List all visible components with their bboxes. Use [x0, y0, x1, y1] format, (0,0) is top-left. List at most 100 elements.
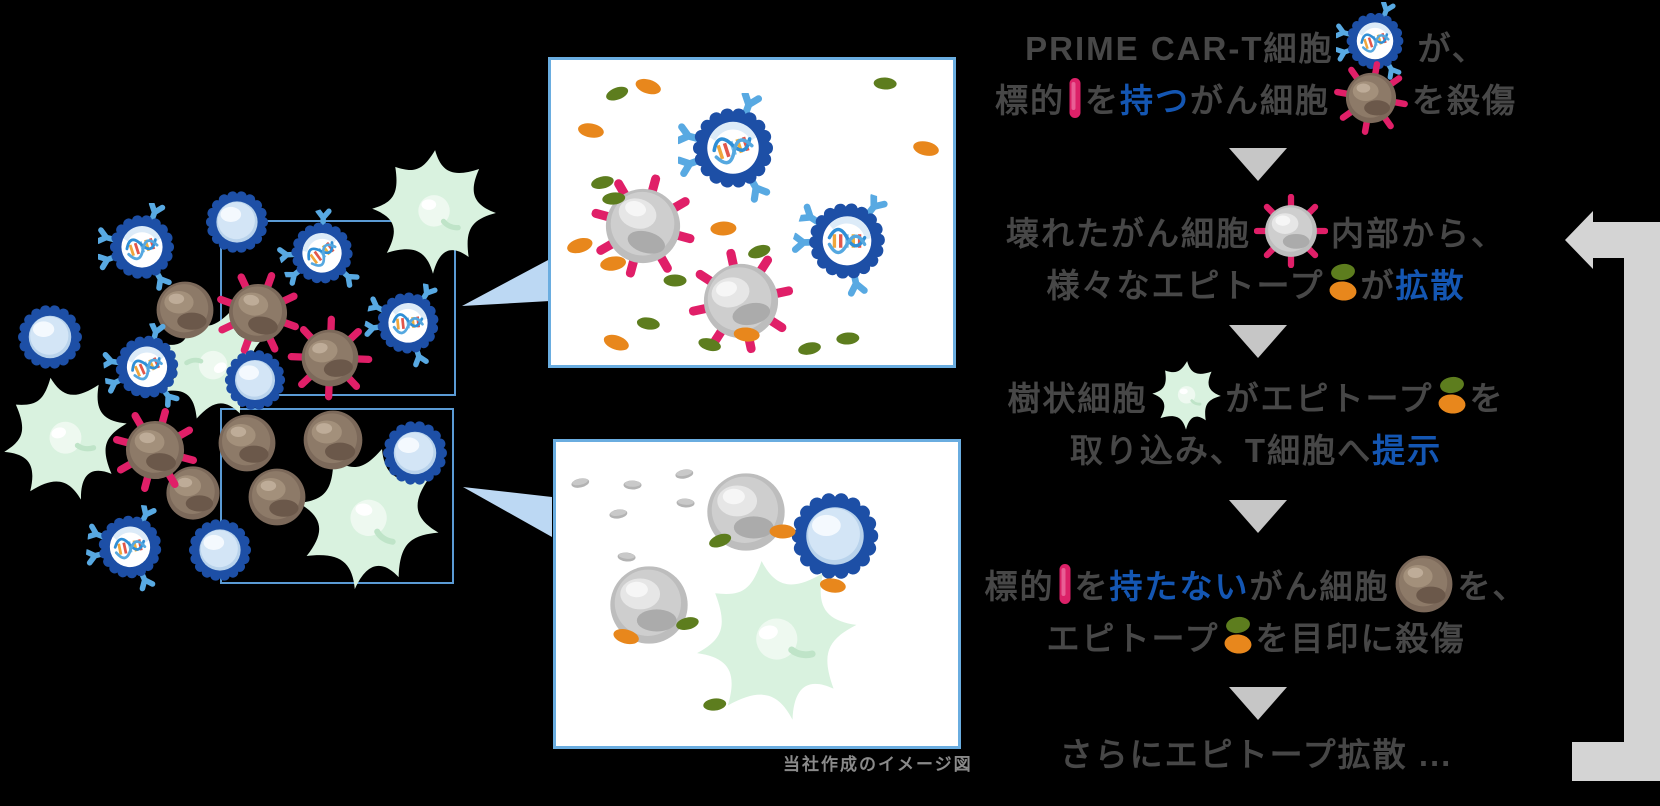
epitope-green-icon	[702, 696, 728, 716]
epitope-orange-icon	[609, 625, 640, 651]
epitope-orange-icon	[817, 576, 847, 600]
epitope-green-icon	[601, 190, 627, 210]
epitope-orange-icon	[631, 75, 663, 102]
flow-text: を	[1074, 568, 1110, 605]
epitope-pair-icon	[1223, 613, 1253, 659]
down-arrow-icon	[1229, 687, 1287, 720]
flow-text: 様々なエピトープ	[1046, 267, 1325, 304]
debris-icon	[676, 495, 696, 514]
flow-text: 壊れたがん細胞	[1006, 215, 1251, 252]
epitope-green-icon	[674, 614, 701, 637]
cancer-plain-icon	[246, 466, 308, 528]
t-cell-icon	[16, 303, 84, 371]
cancer-plain-icon	[164, 464, 222, 522]
flow-text: 内部から、	[1331, 215, 1506, 252]
epitope-green-icon	[635, 315, 661, 336]
epitope-green-icon	[589, 173, 616, 196]
dying-cell-icon	[1254, 194, 1328, 268]
flow-text-emphasis: 持たない	[1109, 568, 1250, 605]
zoom-frame-bottom	[220, 408, 454, 584]
t-cell-icon	[223, 348, 287, 412]
epitope-green-icon	[663, 273, 687, 291]
epitope-orange-icon	[910, 138, 941, 163]
flow-step-line: 樹状細胞がエピトープを	[926, 361, 1586, 430]
car-t-cell-icon	[83, 500, 178, 595]
cancer-spiked-icon	[207, 262, 309, 364]
detail-box-bottom	[553, 439, 961, 749]
debris-icon	[674, 464, 696, 485]
flow-step-3: 樹状細胞がエピトープを取り込み、T細胞へ提示	[926, 361, 1586, 474]
epitope-orange-icon	[732, 325, 761, 347]
flow-text: さらにエピトープ拡散 ...	[1059, 736, 1453, 773]
flow-text: が、	[1417, 30, 1487, 67]
cancer-plain-icon	[301, 408, 365, 472]
detail-box-top	[548, 57, 956, 368]
flow-step-4: 標的を持たないがん細胞を、エピトープを目印に殺傷	[926, 555, 1586, 662]
flow-text: がん細胞	[1190, 82, 1330, 119]
flow-text: がエピトープ	[1225, 380, 1434, 417]
epitope-orange-icon	[768, 523, 796, 543]
debris-icon	[623, 477, 642, 495]
t-cell-icon	[789, 490, 881, 582]
gray-cell-icon	[607, 563, 691, 647]
cancer-spiked-icon	[107, 402, 202, 497]
dendritic-icon	[1150, 360, 1222, 432]
epitope-orange-icon	[575, 120, 605, 144]
flow-step-line: PRIME CAR-T細胞 が、	[926, 2, 1586, 80]
flow-text: 標的	[984, 568, 1055, 605]
epitope-green-icon	[604, 83, 633, 108]
dendritic-icon	[0, 359, 146, 521]
t-cell-icon	[187, 517, 253, 583]
dendritic-icon	[368, 148, 498, 278]
flow-step-line: 様々なエピトープが拡散	[926, 257, 1586, 309]
epitope-orange-icon	[709, 220, 737, 241]
flow-text: を殺傷	[1412, 82, 1517, 119]
flow-step-line: 標的を持たないがん細胞 を、	[926, 555, 1586, 613]
epitope-green-icon	[707, 530, 736, 555]
caption: 当社作成のイメージ図	[783, 755, 973, 774]
epitope-pair-icon	[1328, 260, 1358, 306]
target-bar-icon	[1058, 562, 1072, 606]
epitope-green-icon	[835, 331, 860, 351]
car-t-cell-icon	[678, 93, 788, 203]
cancer-spiked-icon	[1333, 60, 1409, 136]
flow-text: を	[1085, 82, 1120, 119]
t-cell-icon	[204, 189, 270, 255]
down-arrow-icon	[1229, 148, 1287, 181]
down-arrow-icon	[1229, 325, 1287, 358]
gray-cell-icon	[704, 470, 788, 554]
flow-step-1: PRIME CAR-T細胞 が、標的を持つがん細胞を殺傷	[926, 2, 1586, 135]
flow-text: を、	[1457, 568, 1528, 605]
flow-text-emphasis: 持つ	[1120, 82, 1190, 119]
epitope-orange-icon	[599, 331, 631, 359]
flow-step-line: 壊れたがん細胞 内部から、	[926, 194, 1586, 268]
t-cell-icon	[381, 419, 449, 487]
epitope-orange-icon	[564, 234, 595, 261]
car-t-cell-icon	[781, 175, 912, 306]
down-arrow-icon	[1229, 500, 1287, 533]
target-bar-icon	[1068, 76, 1082, 120]
flow-text: が	[1360, 267, 1396, 304]
car-t-cell-icon	[358, 273, 458, 373]
epitope-green-icon	[873, 76, 898, 95]
zoom-frame-top	[220, 220, 456, 396]
debris-icon	[608, 505, 629, 525]
flow-text: を目印に殺傷	[1255, 620, 1466, 657]
flow-text: を	[1469, 380, 1505, 417]
flow-text-emphasis: 拡散	[1395, 267, 1466, 304]
cancer-plain-icon	[154, 279, 216, 341]
cancer-plain-icon	[1393, 553, 1455, 615]
debris-icon	[569, 473, 591, 495]
flow-step-line: さらにエピトープ拡散 ...	[926, 726, 1586, 778]
flow-text: 取り込み、T細胞へ	[1069, 432, 1373, 469]
car-t-cell-icon	[100, 320, 195, 415]
flow-text: がん細胞	[1249, 568, 1390, 605]
epitope-green-icon	[797, 339, 824, 361]
callout-wedge-bottom	[463, 487, 552, 537]
dendritic-icon	[675, 541, 877, 743]
debris-icon	[616, 548, 636, 568]
flow-step-line: 取り込み、T細胞へ提示	[926, 422, 1586, 474]
flow-step-line: 標的を持つがん細胞 を殺傷	[926, 61, 1586, 135]
flow-text: PRIME CAR-T細胞	[1025, 30, 1334, 67]
flow-text: 標的	[995, 82, 1065, 119]
